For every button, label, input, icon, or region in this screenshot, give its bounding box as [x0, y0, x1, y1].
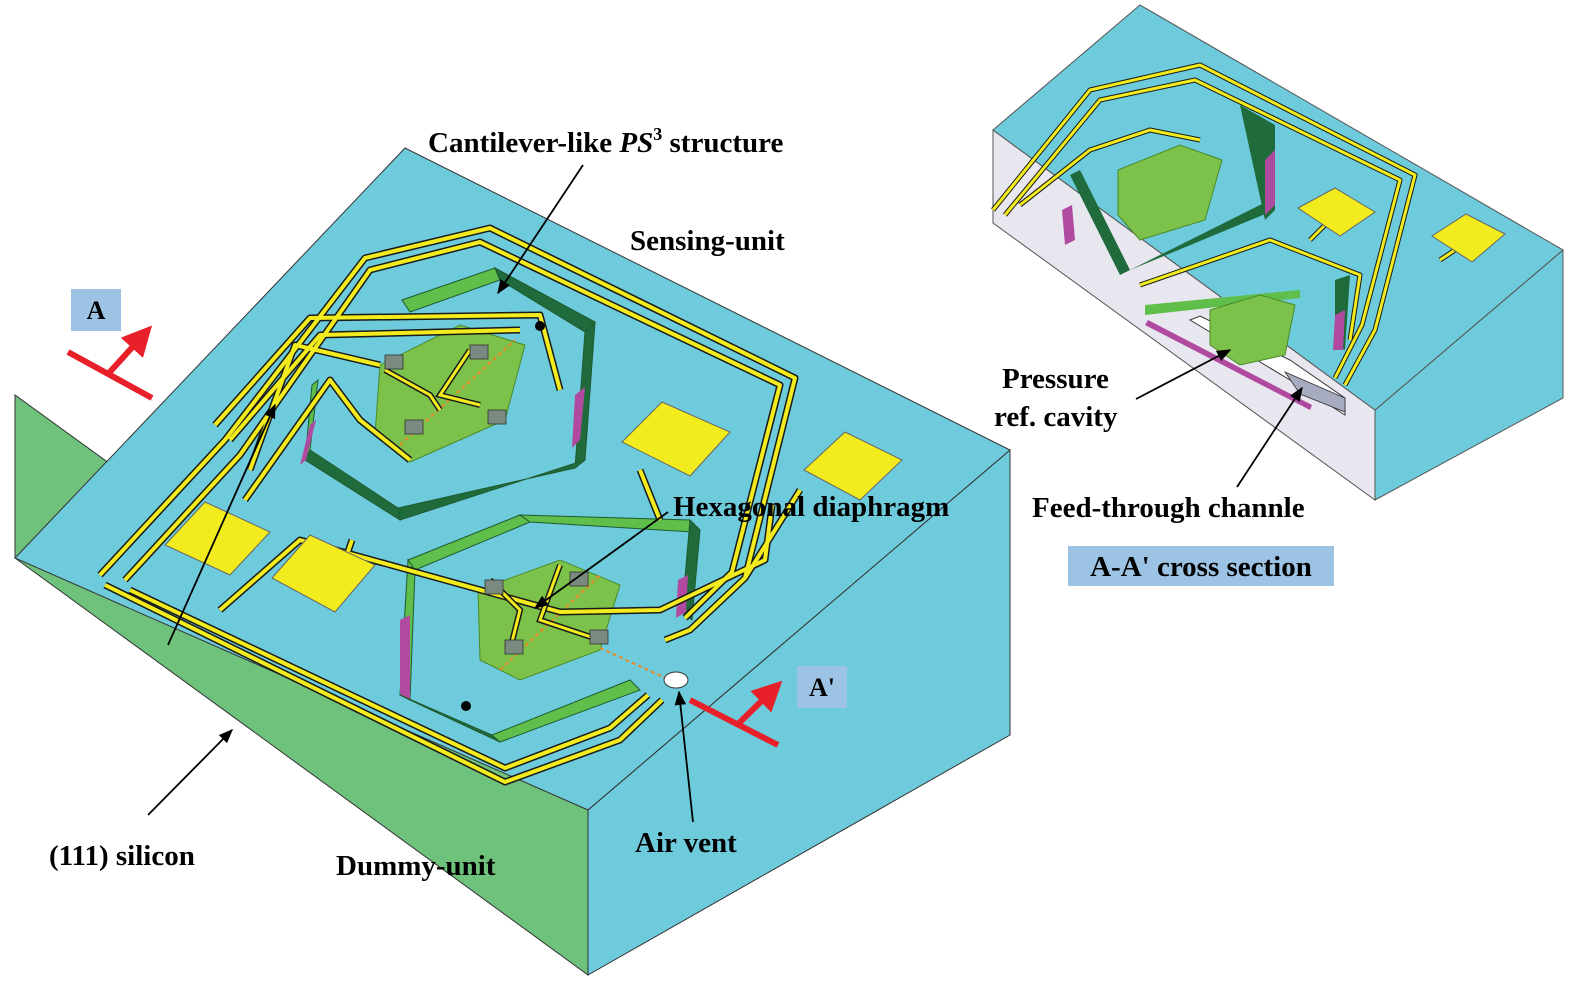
cross-section-label: A-A' cross section	[1090, 551, 1312, 583]
section-marker-a-prime: A'	[688, 666, 847, 748]
air-vent-label: Air vent	[635, 827, 737, 859]
silicon-label: (111) silicon	[49, 840, 195, 872]
pad-3	[621, 401, 731, 477]
piezoresistors	[384, 344, 609, 655]
feed-through-channel	[1145, 320, 1312, 410]
dot-lower	[461, 701, 471, 711]
main-chip	[14, 147, 1011, 976]
section-marker-a: A	[66, 289, 154, 401]
leader-arrows	[147, 164, 1303, 823]
dot-upper	[535, 321, 545, 331]
hexagonal-diaphragm-label: Hexagonal diaphragm	[673, 491, 949, 523]
arrow-hexagonal	[533, 511, 669, 609]
cantilever-label: Cantilever-like PS3 structure	[428, 124, 783, 159]
pressure-label-line2: ref. cavity	[994, 401, 1118, 433]
arrow-air-vent	[674, 690, 694, 823]
pad-2	[271, 534, 376, 613]
pad-1	[164, 501, 271, 576]
arrow-cantilever	[497, 164, 584, 295]
inset-pad-1	[1297, 187, 1376, 237]
bond-pads	[164, 401, 903, 613]
cross-section-tag-bg	[1068, 546, 1334, 586]
sensing-unit-label: Sensing-unit	[630, 225, 785, 257]
arrow-sensing-unit	[167, 403, 276, 646]
section-a-label: A	[87, 296, 106, 325]
inset-pad-2	[1431, 213, 1506, 263]
arrow-pressure-cavity	[1135, 349, 1232, 400]
pressure-label-line1: Pressure	[1002, 363, 1109, 395]
cross-section-inset	[991, 4, 1564, 501]
arrow-feed-through	[1236, 386, 1303, 488]
metal-traces-inner	[98, 226, 802, 784]
air-vent-hole	[663, 671, 689, 689]
arrow-silicon	[147, 728, 234, 816]
dummy-unit-label: Dummy-unit	[336, 850, 496, 882]
lower-cavity-walls	[399, 514, 701, 743]
feed-through-label: Feed-through channle	[1032, 492, 1305, 524]
upper-cavity-walls	[300, 266, 596, 522]
pad-4	[803, 431, 903, 501]
section-a-prime-label: A'	[809, 673, 835, 702]
